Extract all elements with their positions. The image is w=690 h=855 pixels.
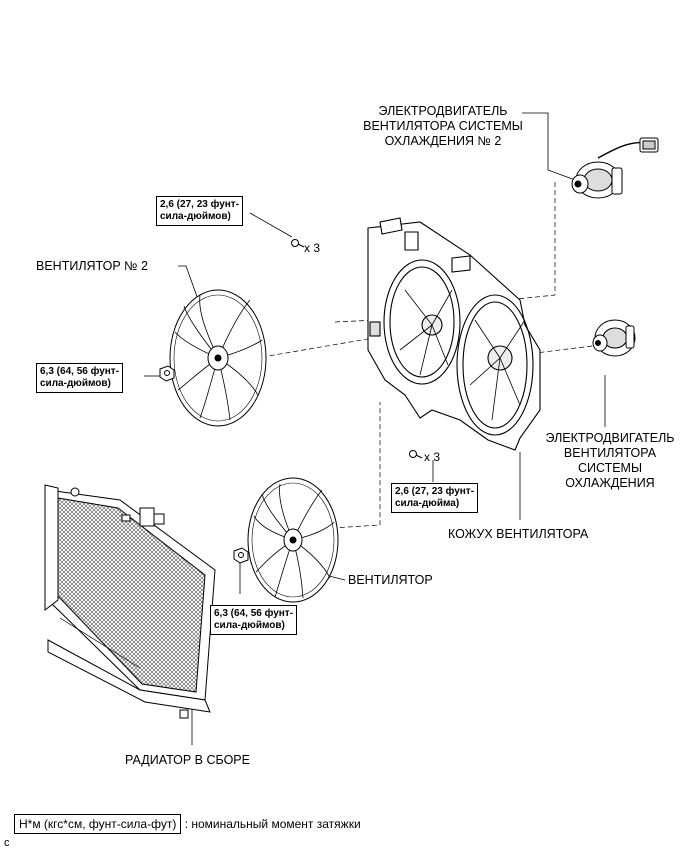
torque-fan-2-nut-line-2: сила-дюймов) [40,378,111,389]
label-fan-motor-2: ЭЛЕКТРОДВИГАТЕЛЬ ВЕНТИЛЯТОРА СИСТЕМЫ ОХЛ… [358,104,528,149]
torque-legend: Н*м (кгс*см, фунт-сила-фут) : номинальны… [14,814,361,834]
label-fan-motor-2-line-2: ВЕНТИЛЯТОРА СИСТЕМЫ [363,119,523,133]
fasteners-drawing [159,239,423,564]
label-fan: ВЕНТИЛЯТОР [348,573,433,587]
label-fan-motor: ЭЛЕКТРОДВИГАТЕЛЬ ВЕНТИЛЯТОРА СИСТЕМЫ ОХЛ… [534,431,686,491]
legend-text: : номинальный момент затяжки [184,817,361,831]
torque-fan-nut-line-1: 6,3 (64, 56 фунт- [214,608,294,619]
torque-fan-2-nut: 6,3 (64, 56 фунт- сила-дюймов) [36,363,124,393]
torque-lower-bolts: 2,6 (27, 23 фунт- сила-дюйма) [391,483,479,513]
fan-shroud-drawing [367,217,541,451]
corner-mark: c [4,837,10,849]
fan-drawing [247,477,339,603]
radiator-drawing [44,484,216,719]
legend-unit-box: Н*м (кгс*см, фунт-сила-фут) [14,814,182,834]
quantity-upper-bolts: x 3 [304,241,321,255]
torque-fan-2-nut-line-1: 6,3 (64, 56 фунт- [40,366,120,377]
torque-upper-bolts-line-1: 2,6 (27, 23 фунт- [160,199,240,210]
torque-lower-bolts-line-2: сила-дюйма) [395,498,460,509]
fan-2-drawing [169,289,267,427]
fan-motor-2-drawing [571,137,659,199]
torque-fan-nut-line-2: сила-дюймов) [214,620,285,631]
torque-fan-nut: 6,3 (64, 56 фунт- сила-дюймов) [210,605,298,635]
label-fan-2: ВЕНТИЛЯТОР № 2 [36,259,148,273]
label-fan-shroud: КОЖУХ ВЕНТИЛЯТОРА [448,527,589,541]
label-fan-motor-line-3: СИСТЕМЫ [577,461,643,475]
torque-upper-bolts-line-2: сила-дюймов) [160,211,231,222]
label-fan-motor-line-2: ВЕНТИЛЯТОРА [563,446,657,460]
torque-lower-bolts-line-1: 2,6 (27, 23 фунт- [395,486,475,497]
label-fan-motor-2-line-1: ЭЛЕКТРОДВИГАТЕЛЬ [378,104,508,118]
label-fan-motor-line-4: ОХЛАЖДЕНИЯ [565,476,655,490]
label-fan-motor-2-line-3: ОХЛАЖДЕНИЯ № 2 [384,134,502,148]
fan-motor-drawing [592,319,636,357]
label-radiator: РАДИАТОР В СБОРЕ [125,753,250,767]
torque-upper-bolts: 2,6 (27, 23 фунт- сила-дюймов) [156,196,244,226]
quantity-lower-bolts: x 3 [424,450,441,464]
label-fan-motor-line-1: ЭЛЕКТРОДВИГАТЕЛЬ [545,431,675,445]
